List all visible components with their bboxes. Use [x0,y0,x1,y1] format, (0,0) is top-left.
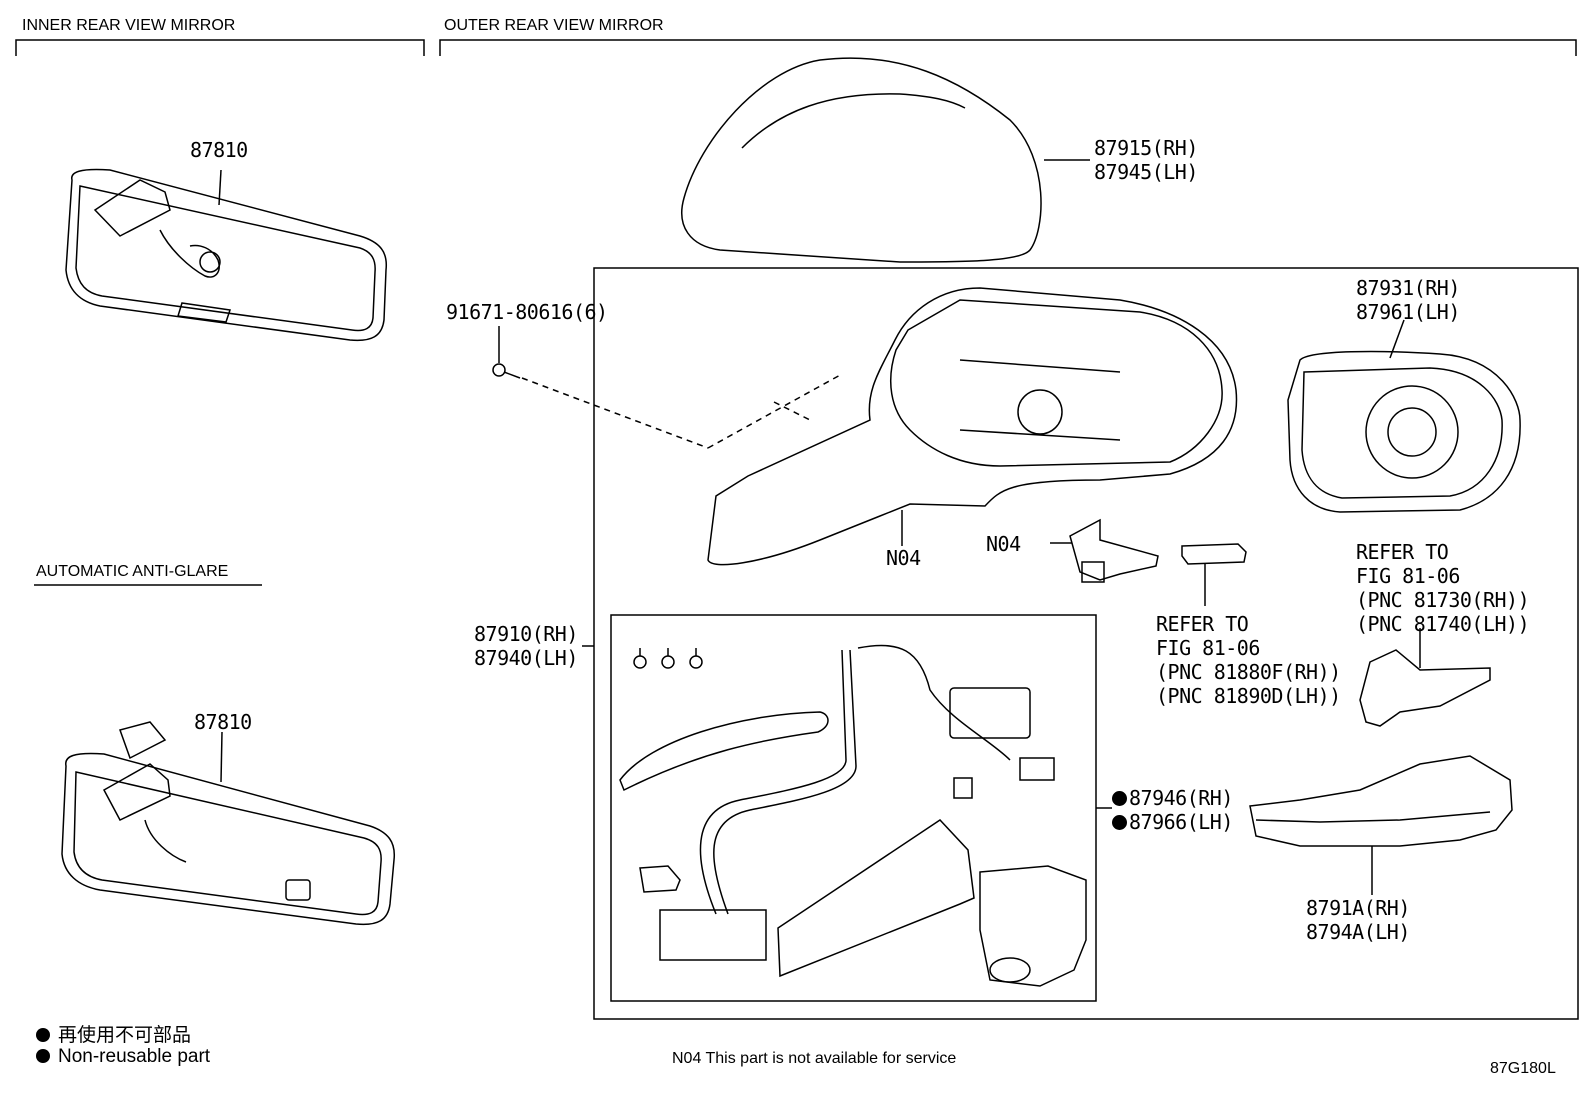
mirror-housing-drawing [707,287,1238,566]
non-reusable-dot-icon [1112,815,1127,830]
label-glass-rh: 87931(RH) [1356,276,1460,300]
lamp-drawing [1249,755,1513,847]
label-refer1-a: REFER TO [1156,612,1249,636]
lamp-cover-drawing [1359,649,1491,727]
label-refer1-b: FIG 81-06 [1156,636,1260,660]
label-refer2-c: (PNC 81730(RH)) [1356,588,1530,612]
clip-drawing [639,865,681,893]
legend-en: Non-reusable part [36,1046,210,1068]
screw-dashed-path [521,373,843,449]
assembly-box [593,267,1579,1020]
bullet-dot-icon [36,1049,50,1063]
wire-harness-drawing [619,644,1055,961]
legend-jp-text: 再使用不可部品 [58,1025,192,1046]
bracket-drawing [1069,518,1159,583]
label-sub-rh: 87946(RH) [1112,786,1233,810]
sub-screws-drawing [633,648,703,669]
outer-section-bracket [439,39,1577,56]
mirror-cover-drawing [681,57,1042,263]
leader-87810-auto [220,731,223,783]
label-cover-lh: 87945(LH) [1094,160,1198,184]
label-N04-bracket: N04 [986,532,1021,556]
label-lamp-lh: 8794A(LH) [1306,920,1410,944]
label-refer1-d: (PNC 81890D(LH)) [1156,684,1341,708]
label-lamp-rh: 8791A(RH) [1306,896,1410,920]
label-inner-mirror-auto: 87810 [194,710,252,734]
motor-bracket-drawing [777,819,975,978]
label-cover-rh: 87915(RH) [1094,136,1198,160]
leader-87810-top [218,169,222,206]
label-inner-mirror-top: 87810 [190,138,248,162]
subassembly-box [610,614,1097,1002]
inner-section-title: INNER REAR VIEW MIRROR [22,17,236,34]
label-sub-lh: 87966(LH) [1112,810,1233,834]
connector-drawing [1181,543,1247,565]
motor-drawing [979,865,1087,987]
label-refer2-a: REFER TO [1356,540,1449,564]
label-assy-lh: 87940(LH) [474,646,578,670]
label-screw: 91671-80616(6) [446,300,608,324]
outer-section-title: OUTER REAR VIEW MIRROR [444,17,664,34]
footer-note: N04 This part is not available for servi… [672,1050,957,1067]
label-sub-lh-text: 87966(LH) [1129,810,1233,834]
bullet-dot-icon [36,1028,50,1042]
leader-glass [1389,319,1405,359]
auto-antiglare-title: AUTOMATIC ANTI-GLARE [36,563,229,580]
label-N04-housing: N04 [886,546,921,570]
legend-jp: 再使用不可部品 [36,1020,191,1047]
label-assy-rh: 87910(RH) [474,622,578,646]
label-refer2-b: FIG 81-06 [1356,564,1460,588]
screw-drawing [492,363,521,379]
mirror-glass-drawing [1287,350,1521,513]
label-refer1-c: (PNC 81880F(RH)) [1156,660,1341,684]
inner-mirror-top-drawing [65,168,388,342]
legend-en-text: Non-reusable part [58,1046,211,1067]
figure-code: 87G180L [1490,1060,1556,1077]
label-glass-lh: 87961(LH) [1356,300,1460,324]
non-reusable-dot-icon [1112,791,1127,806]
inner-section-bracket [15,39,425,56]
inner-mirror-auto-drawing [61,721,396,926]
label-refer2-d: (PNC 81740(LH)) [1356,612,1530,636]
label-sub-rh-text: 87946(RH) [1129,786,1233,810]
